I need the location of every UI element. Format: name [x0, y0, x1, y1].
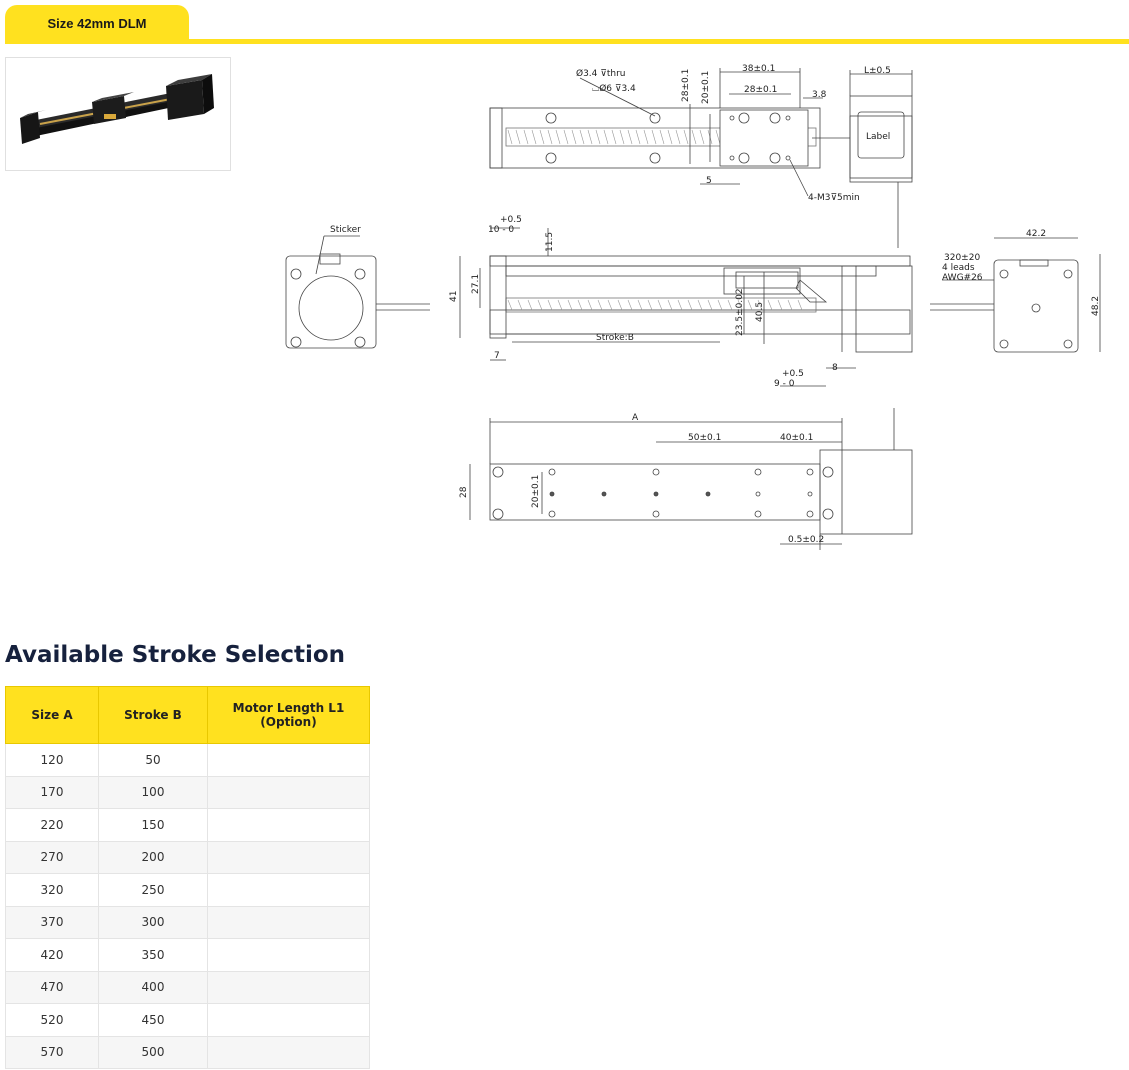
cell-stroke-b: 400 [98, 970, 208, 1004]
side-tol-base-2: 9 - 0 [774, 379, 795, 389]
cell-motor-length [207, 1035, 370, 1069]
side-dim-27-1: 27.1 [471, 274, 481, 294]
bottom-dim-0-5: 0.5±0.2 [788, 535, 824, 545]
cell-size-a: 470 [5, 970, 99, 1004]
side-dim-11-5: 11.5 [545, 232, 555, 252]
header-motor-length: Motor Length L1 (Option) [207, 686, 370, 744]
cell-stroke-b: 50 [98, 743, 208, 777]
side-tol-plus: +0.5 [500, 215, 522, 225]
side-dim-41: 41 [449, 291, 459, 302]
cell-stroke-b: 450 [98, 1003, 208, 1037]
cell-size-a: 170 [5, 775, 99, 809]
top-dim-l: L±0.5 [864, 66, 891, 76]
bottom-dim-50: 50±0.1 [688, 433, 721, 443]
side-dim-23-5: 23.5±0.02 [735, 288, 745, 336]
cell-stroke-b: 100 [98, 775, 208, 809]
cell-size-a: 420 [5, 938, 99, 972]
stroke-table: Size A Stroke B Motor Length L1 (Option)… [5, 686, 370, 1069]
dimension-drawing: Ø3.4 ⊽thru ⌴Ø6 ⊽3.4 28±0.1 20±0.1 38±0.1… [285, 64, 1101, 550]
product-size-tab-label: Size 42mm DLM [47, 15, 147, 31]
bottom-dim-40: 40±0.1 [780, 433, 813, 443]
cell-motor-length [207, 1003, 370, 1037]
header-stroke-b: Stroke B [98, 686, 208, 744]
cell-size-a: 220 [5, 808, 99, 842]
cell-stroke-b: 500 [98, 1035, 208, 1069]
bottom-dim-a: A [632, 413, 639, 423]
top-dim-28b: 28±0.1 [744, 85, 777, 95]
side-dim-7: 7 [494, 351, 500, 361]
product-size-tab[interactable]: Size 42mm DLM [5, 5, 189, 41]
top-dim-5: 5 [706, 176, 712, 186]
top-dim-28: 28±0.1 [681, 69, 691, 102]
cable-length: 320±20 [944, 253, 980, 263]
cable-leads: 4 leads [942, 263, 975, 273]
product-photo [5, 57, 231, 171]
cable-awg: AWG#26 [942, 273, 983, 283]
section-title: Available Stroke Selection [5, 642, 346, 668]
side-dim-8: 8 [832, 363, 838, 373]
bottom-dim-28: 28 [459, 486, 469, 498]
end-dim-48-2: 48.2 [1091, 296, 1101, 316]
cell-size-a: 120 [5, 743, 99, 777]
top-dim-38: 38±0.1 [742, 64, 775, 74]
header-size-a: Size A [5, 686, 99, 744]
end-dim-42-2: 42.2 [1026, 229, 1046, 239]
cell-stroke-b: 250 [98, 873, 208, 907]
table-header-row: Size A Stroke B Motor Length L1 (Option) [5, 686, 370, 744]
top-dim-3-8: 3.8 [812, 90, 827, 100]
side-tol-base: 10 - 0 [488, 225, 514, 235]
cell-motor-length [207, 743, 370, 777]
cell-stroke-b: 300 [98, 905, 208, 939]
cell-motor-length [207, 775, 370, 809]
cell-stroke-b: 200 [98, 840, 208, 874]
cell-size-a: 570 [5, 1035, 99, 1069]
cell-stroke-b: 350 [98, 938, 208, 972]
side-sticker: Sticker [330, 225, 361, 235]
cell-motor-length [207, 905, 370, 939]
cell-size-a: 270 [5, 840, 99, 874]
side-dim-40-5: 40.5 [755, 302, 765, 322]
cell-size-a: 370 [5, 905, 99, 939]
cell-motor-length [207, 873, 370, 907]
side-stroke: Stroke:B [596, 333, 634, 343]
top-dim-20: 20±0.1 [701, 71, 711, 104]
cell-stroke-b: 150 [98, 808, 208, 842]
tab-underline [5, 39, 1129, 44]
cell-motor-length [207, 970, 370, 1004]
cell-motor-length [207, 840, 370, 874]
top-hole-callout-1: Ø3.4 ⊽thru [576, 68, 625, 79]
cell-size-a: 520 [5, 1003, 99, 1037]
cell-motor-length [207, 808, 370, 842]
cell-motor-length [207, 938, 370, 972]
side-tol-plus-2: +0.5 [782, 369, 804, 379]
motor-label-text: Label [866, 132, 890, 142]
top-thread-callout: 4-M3⊽5min [808, 193, 860, 203]
bottom-dim-20: 20±0.1 [531, 475, 541, 508]
top-hole-callout-2: ⌴Ø6 ⊽3.4 [592, 83, 636, 94]
cell-size-a: 320 [5, 873, 99, 907]
